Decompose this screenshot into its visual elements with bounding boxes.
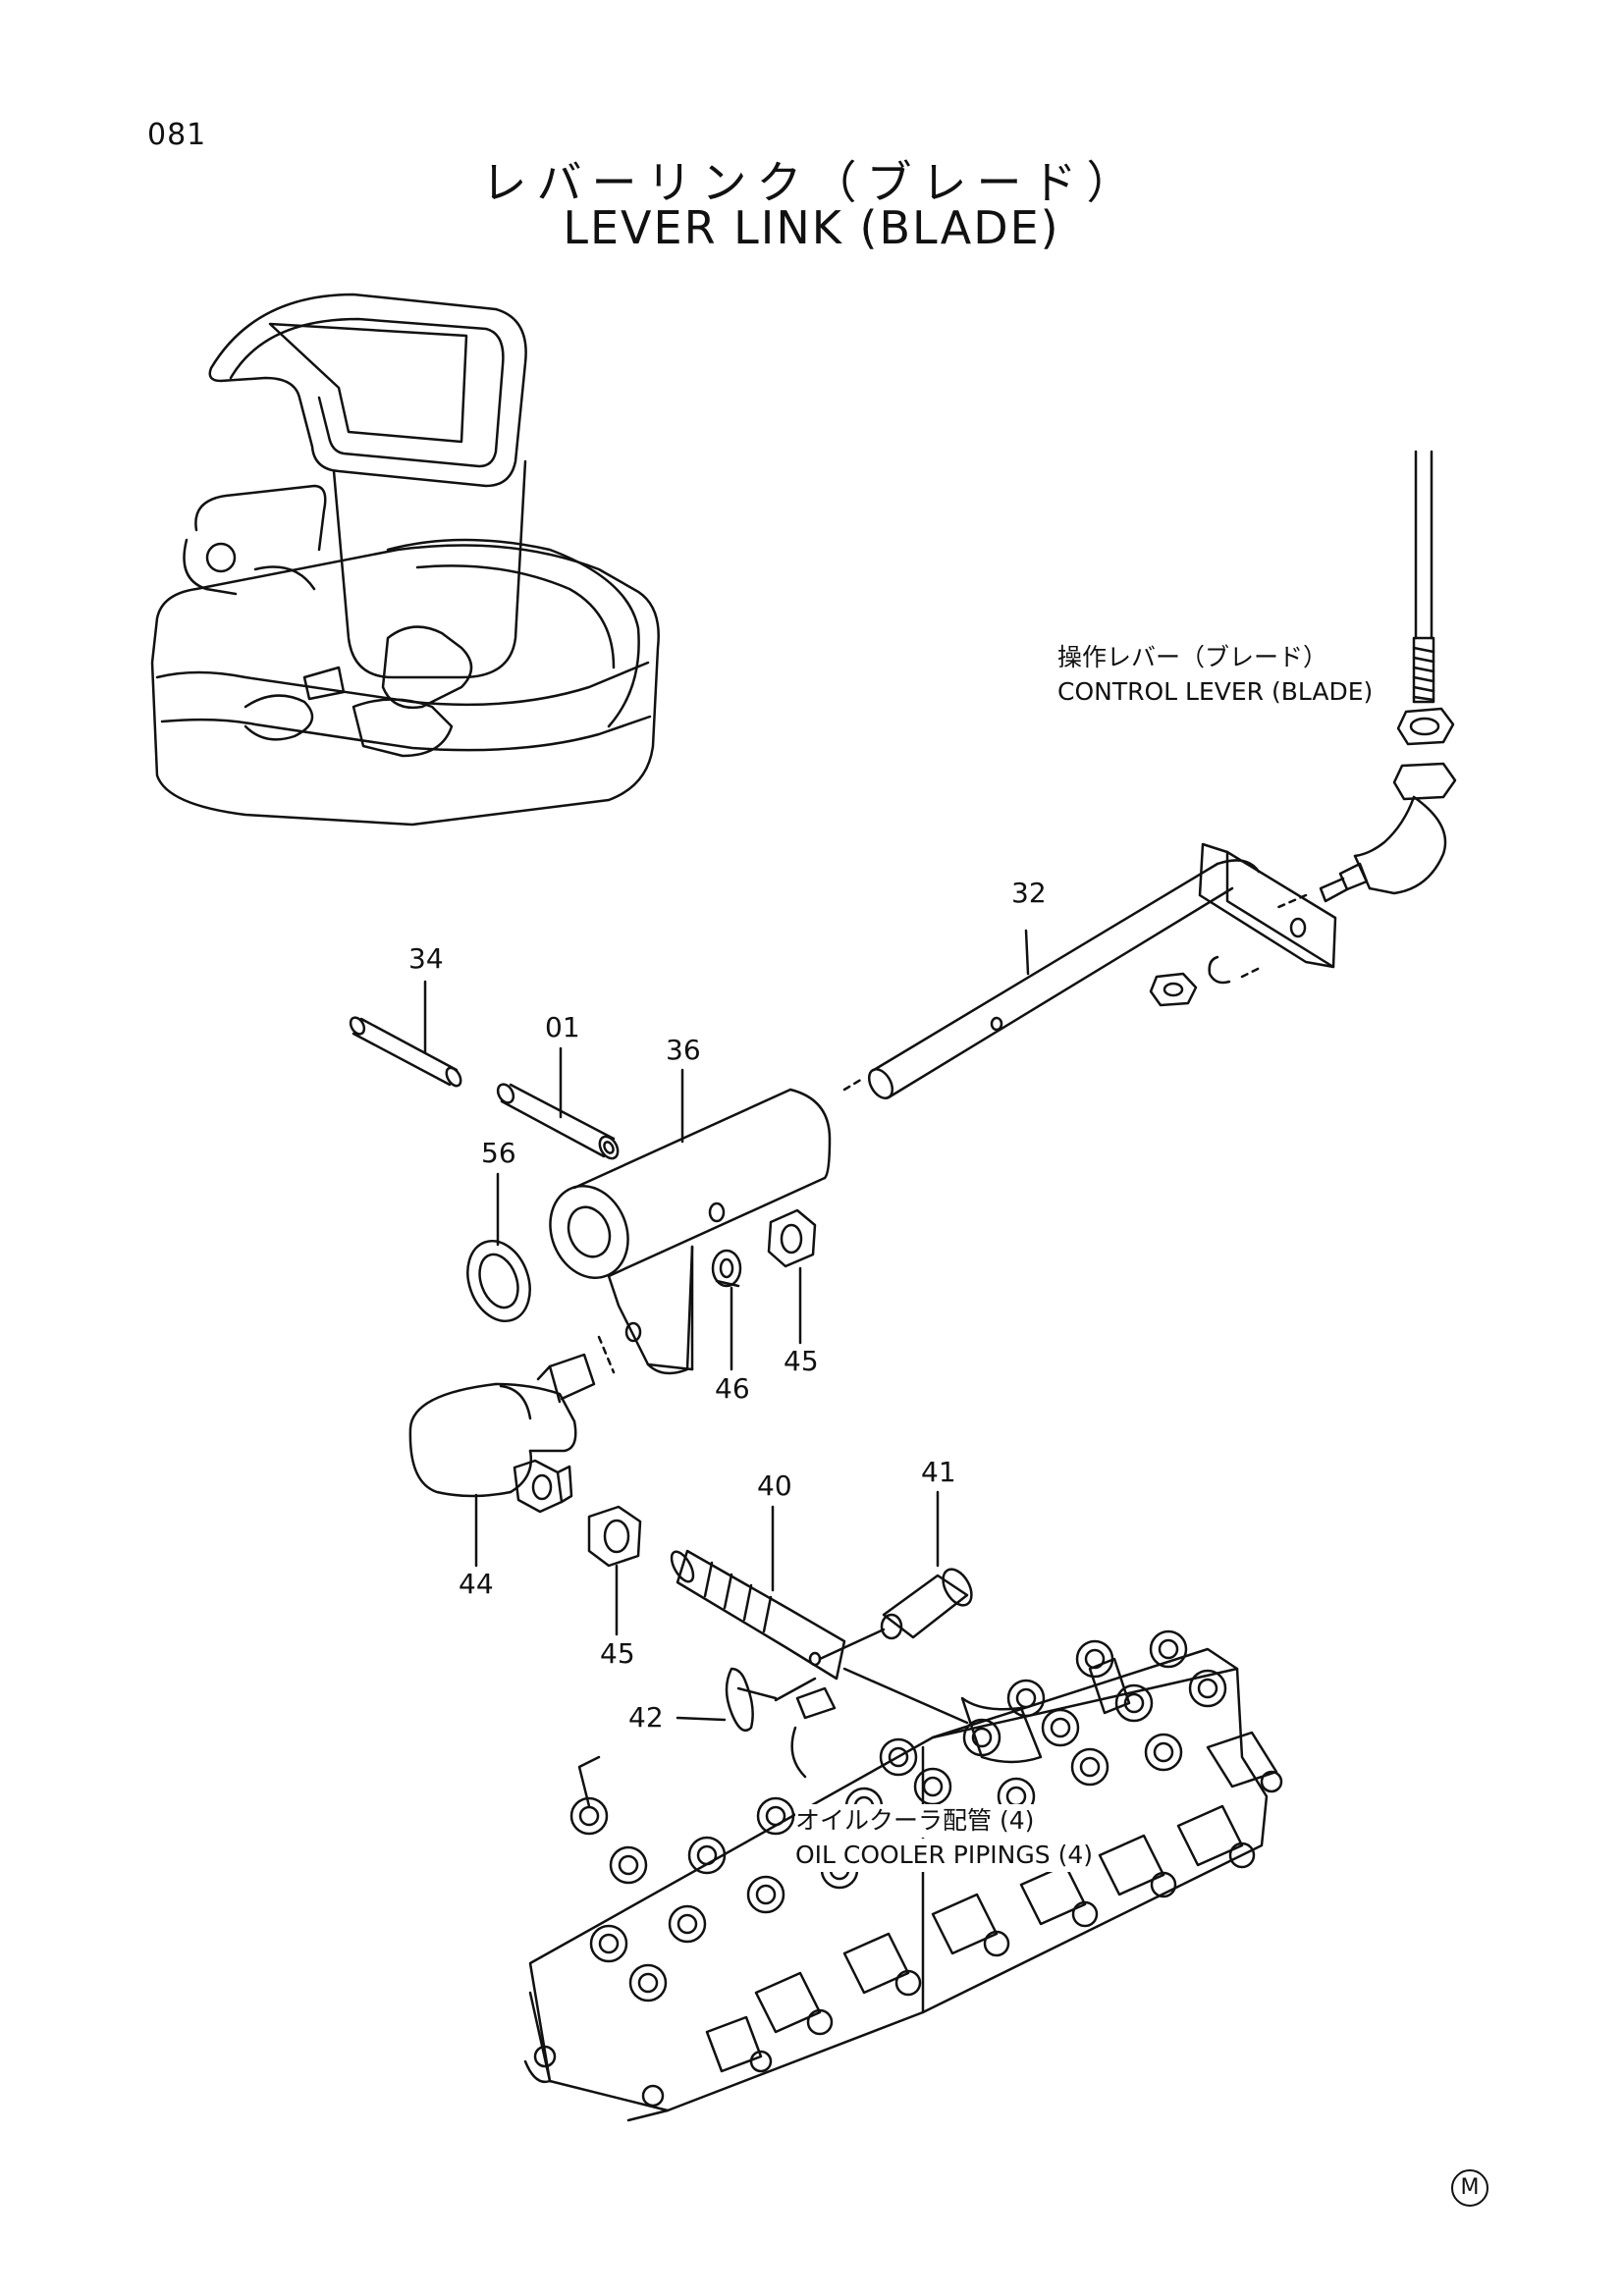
catalog-mark: M [1451, 2169, 1488, 2207]
pin-41 [880, 1568, 973, 1640]
oil-cooler-label-ja: オイルクーラ配管 (4) [795, 1804, 1035, 1838]
nut-45-lower [587, 1505, 642, 1568]
leader-36-shaft [842, 1076, 866, 1092]
nut-and-washer-32 [1149, 955, 1231, 1007]
ref-40: 40 [757, 1469, 792, 1502]
control-lever-label-ja: 操作レバー（ブレード） [1057, 643, 1328, 671]
title-japanese: レバーリンク（ブレード） [481, 156, 1142, 209]
pin-40 [670, 1549, 846, 1681]
leader-42-pin [774, 1677, 817, 1702]
ref-41: 41 [921, 1456, 956, 1488]
lever-nut-upper [1396, 707, 1455, 746]
ref-46: 46 [715, 1372, 750, 1405]
ball-joint-44 [408, 1335, 616, 1514]
oil-cooler-label-en: OIL COOLER PIPINGS (4) [795, 1839, 1093, 1872]
ref-42: 42 [628, 1701, 664, 1734]
cab-inset-drawing [150, 293, 660, 827]
shaft-32 [867, 842, 1337, 1099]
leader-41-pin [818, 1628, 886, 1661]
title-english: LEVER LINK (BLADE) [563, 201, 1060, 254]
ref-44: 44 [459, 1568, 494, 1600]
clip-42 [725, 1667, 778, 1733]
page-code: 081 [147, 118, 207, 152]
lock-washer-46 [711, 1249, 742, 1288]
washer-56 [466, 1239, 531, 1323]
control-lever-label-en: CONTROL LEVER (BLADE) [1057, 677, 1374, 706]
leader-40-valve [842, 1667, 969, 1725]
control-lever-rod [1412, 450, 1435, 704]
ref-45-upper: 45 [784, 1345, 819, 1377]
ref-36: 36 [666, 1034, 701, 1066]
ref-56: 56 [481, 1137, 516, 1169]
ref-34: 34 [408, 942, 444, 975]
pin-01 [496, 1083, 620, 1160]
pin-34 [349, 1016, 462, 1088]
ball-joint-right [1319, 762, 1457, 903]
ref-01: 01 [545, 1011, 580, 1043]
leader-32 [1024, 929, 1030, 976]
leader-nut-32 [1240, 965, 1264, 979]
nut-45-upper [767, 1208, 817, 1268]
ref-32: 32 [1011, 877, 1047, 909]
leader-42 [676, 1716, 727, 1722]
ref-45-lower: 45 [600, 1637, 635, 1670]
